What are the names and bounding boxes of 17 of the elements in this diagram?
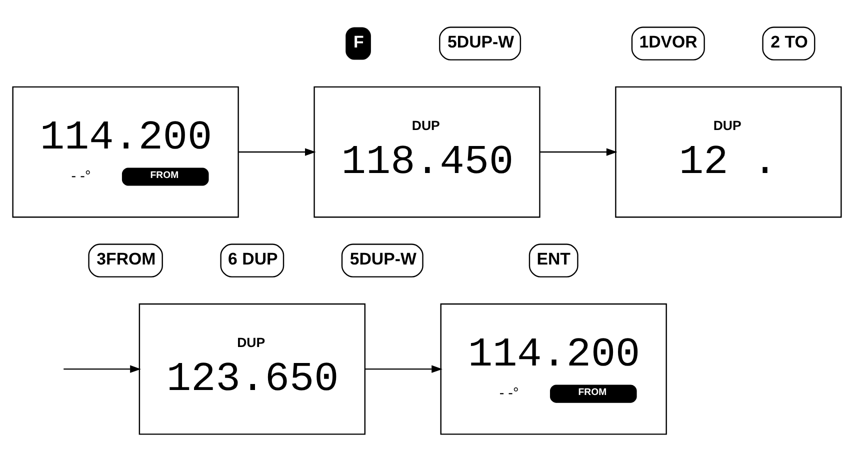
label: 2 TO bbox=[770, 32, 808, 52]
node-box: DUP 12 . bbox=[615, 86, 842, 218]
arrow bbox=[540, 148, 618, 156]
label: 1DVOR bbox=[639, 32, 698, 52]
label: 5DUP-W bbox=[447, 32, 514, 52]
node-box: 114.200 - -° FROM bbox=[440, 303, 667, 435]
arrow bbox=[365, 365, 442, 373]
node-box: DUP 118.450 bbox=[314, 86, 540, 218]
label: 6 DUP bbox=[228, 249, 278, 268]
label: 5DUP-W bbox=[350, 249, 416, 268]
label: F bbox=[353, 32, 364, 52]
label: ENT bbox=[536, 249, 570, 268]
node-box: 114.200 - -° FROM bbox=[12, 86, 239, 218]
arrow bbox=[238, 148, 316, 156]
arrow bbox=[64, 365, 141, 373]
node-box: DUP 123.650 bbox=[138, 303, 366, 435]
label: 3FROM bbox=[96, 249, 156, 268]
